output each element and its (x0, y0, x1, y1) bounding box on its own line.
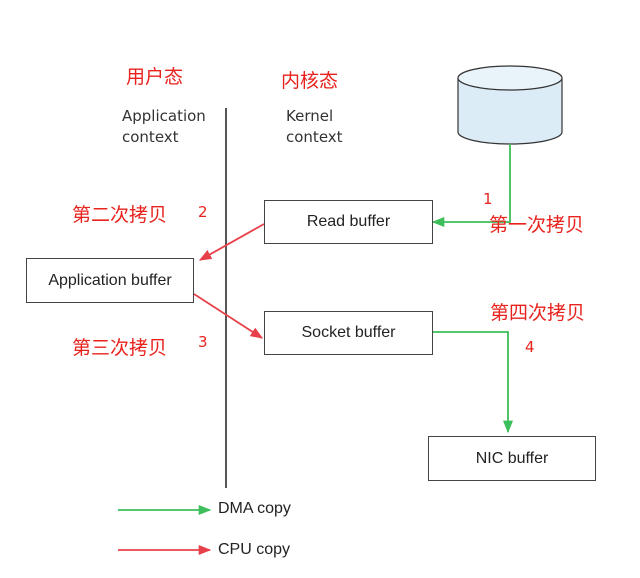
nic-buffer-box: NIC buffer (428, 436, 596, 481)
app-context-label: Application context (122, 106, 206, 148)
read-buffer-box: Read buffer (264, 200, 433, 244)
legend-cpu-label: CPU copy (218, 541, 291, 558)
fourth-copy-label: 第四次拷贝 (490, 302, 586, 324)
second-copy-number: 2 (198, 203, 208, 221)
app-context-line2: context (122, 128, 179, 146)
third-copy-number: 3 (198, 333, 208, 351)
cpu-arrow-app-to-socket (193, 293, 264, 339)
fourth-copy-number: 4 (525, 338, 535, 356)
disk-icon (457, 65, 563, 145)
third-copy-label: 第三次拷贝 (72, 337, 168, 359)
second-copy-label: 第二次拷贝 (72, 204, 168, 226)
kernel-context-line1: Kernel (286, 107, 334, 125)
dma-arrow-disk-to-read (431, 144, 511, 228)
first-copy-number: 1 (483, 190, 493, 208)
application-buffer-box: Application buffer (26, 258, 194, 303)
kernel-mode-label: 内核态 (281, 70, 339, 92)
kernel-context-label: Kernel context (286, 106, 343, 148)
socket-buffer-box: Socket buffer (264, 311, 433, 355)
first-copy-label: 第一次拷贝 (489, 214, 585, 236)
cpu-arrow-read-to-app (198, 223, 265, 261)
kernel-context-line2: context (286, 128, 343, 146)
user-mode-label: 用户态 (126, 66, 184, 88)
dma-arrow-socket-to-nic (433, 331, 514, 434)
legend-dma-label: DMA copy (218, 500, 291, 517)
app-context-line1: Application (122, 107, 206, 125)
